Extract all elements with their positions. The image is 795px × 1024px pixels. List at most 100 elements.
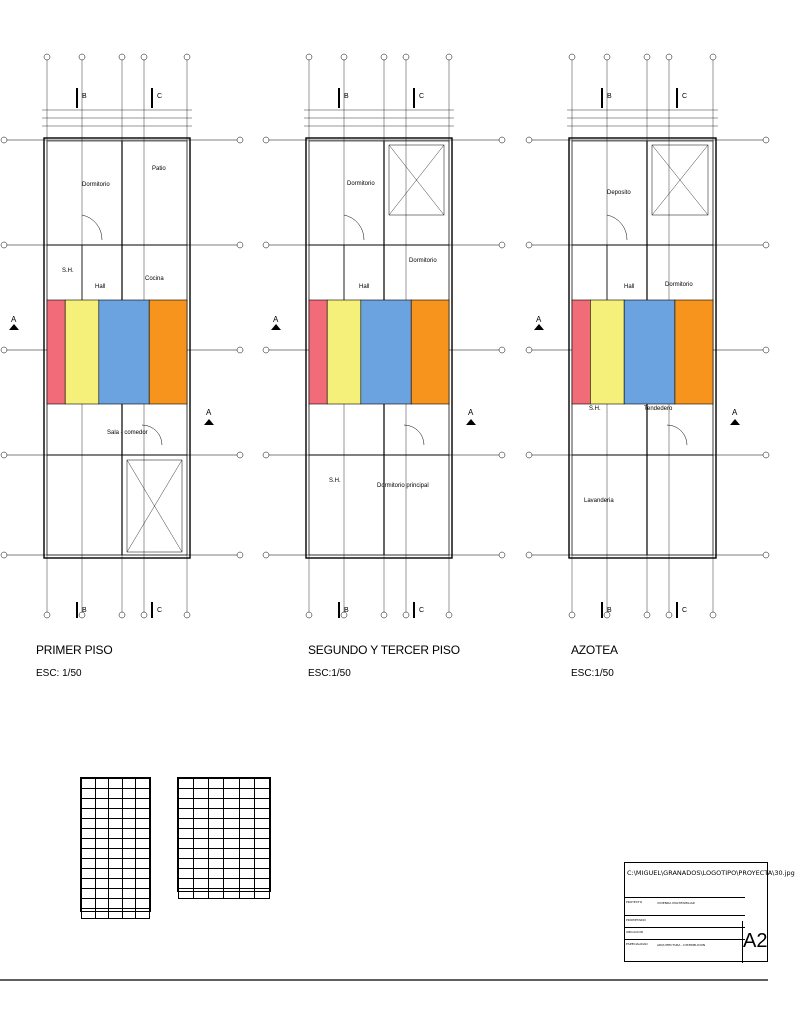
table-cell: [94, 858, 110, 869]
project-label: PROYECTO: [626, 900, 643, 904]
table-cell: [94, 798, 110, 809]
table-cell: [81, 868, 96, 879]
grid-bubble: [402, 611, 410, 619]
table-cell: [223, 828, 240, 839]
void-cross: [388, 144, 445, 216]
room-label: Hall: [359, 284, 369, 290]
table-row: [177, 808, 271, 819]
table-cell: [135, 878, 150, 889]
table-row: [177, 778, 271, 789]
grid-bubble: [0, 346, 8, 354]
color-band-block: [360, 299, 412, 405]
grid-bubble: [236, 451, 244, 459]
table-cell: [135, 858, 150, 869]
table-cell: [193, 878, 210, 889]
table-cell: [94, 838, 110, 849]
table-cell: [121, 878, 137, 889]
color-band-block: [308, 299, 328, 405]
table-cell: [108, 908, 123, 919]
table-cell: [193, 818, 210, 829]
table-row: [177, 838, 271, 849]
table-cell: [238, 858, 255, 869]
table-cell: [94, 898, 110, 909]
table-cell: [193, 848, 210, 859]
void-outline: [126, 459, 183, 553]
table-row: [177, 868, 271, 879]
table-cell: [108, 778, 123, 789]
table-cell: [94, 818, 110, 829]
color-band-block: [326, 299, 362, 405]
table-row: [81, 878, 150, 889]
table-cell: [81, 878, 96, 889]
table-cell: [121, 858, 137, 869]
section-marker-a: [271, 324, 281, 330]
table-row: [81, 848, 150, 859]
table-cell: [108, 828, 123, 839]
table-row: [177, 858, 271, 869]
room-label: Dormitorio: [409, 258, 437, 264]
axis-label-bottom: B: [607, 607, 612, 614]
grid-bubble: [183, 611, 191, 619]
grid-bubble: [568, 53, 576, 61]
table-cell: [81, 828, 96, 839]
table-cell: [135, 788, 150, 799]
table-cell: [193, 798, 210, 809]
title-block-location-row: UBICACION: [625, 927, 745, 940]
title-block-owner-row: PROPIETARIO: [625, 915, 745, 928]
grid-bubble: [0, 551, 8, 559]
table-cell: [121, 778, 137, 789]
section-marker-a: [730, 419, 740, 425]
grid-bubble: [762, 241, 770, 249]
table-cell: [121, 828, 137, 839]
table-cell: [238, 848, 255, 859]
outer-wall: [568, 137, 717, 559]
axis-label-bottom: B: [344, 607, 349, 614]
grid-bubble: [603, 53, 611, 61]
section-label-a: A: [11, 315, 17, 324]
grid-bubble: [305, 53, 313, 61]
table-cell: [208, 818, 225, 829]
table-cell: [193, 888, 210, 899]
table-cell: [253, 848, 271, 859]
color-band-block: [623, 299, 676, 405]
table-cell: [177, 778, 195, 789]
table-cell: [108, 808, 123, 819]
title-block: C:\MIGUEL\GRANADOS\LOGOTIPO\PROYECTA\30.…: [624, 862, 795, 963]
grid-bubble: [498, 451, 506, 459]
axis-label-top: C: [682, 93, 687, 100]
table-row: [177, 828, 271, 839]
section-label-a: A: [206, 408, 212, 417]
room-label: Dormitorio: [665, 282, 693, 288]
grid-bubble: [262, 346, 270, 354]
table-cell: [94, 828, 110, 839]
color-band-block: [410, 299, 450, 405]
specialty-label: ESPECIALIDAD: [626, 942, 648, 946]
grid-bubble: [762, 551, 770, 559]
table-cell: [108, 868, 123, 879]
table-cell: [81, 908, 96, 919]
table-cell: [94, 788, 110, 799]
grid-bubble: [43, 53, 51, 61]
table-cell: [81, 778, 96, 789]
grid-bubble: [445, 53, 453, 61]
table-cell: [223, 778, 240, 789]
axis-label-top: B: [344, 93, 349, 100]
axis-label-top: B: [607, 93, 612, 100]
section-label-a: A: [468, 408, 474, 417]
table-cell: [135, 828, 150, 839]
color-band-block: [571, 299, 591, 405]
door-swing: [343, 214, 365, 241]
table-cell: [121, 868, 137, 879]
table-cell: [121, 788, 137, 799]
title-block-project-row: PROYECTO VIVIENDA MULTIFAMILIAR: [625, 897, 745, 910]
color-band-block: [674, 299, 714, 405]
grid-bubble: [78, 53, 86, 61]
section-marker-a: [466, 419, 476, 425]
table-cell: [238, 838, 255, 849]
table-cell: [121, 898, 137, 909]
color-band-block: [46, 299, 66, 405]
table-cell: [208, 778, 225, 789]
room-label: Tendedero: [644, 406, 673, 412]
